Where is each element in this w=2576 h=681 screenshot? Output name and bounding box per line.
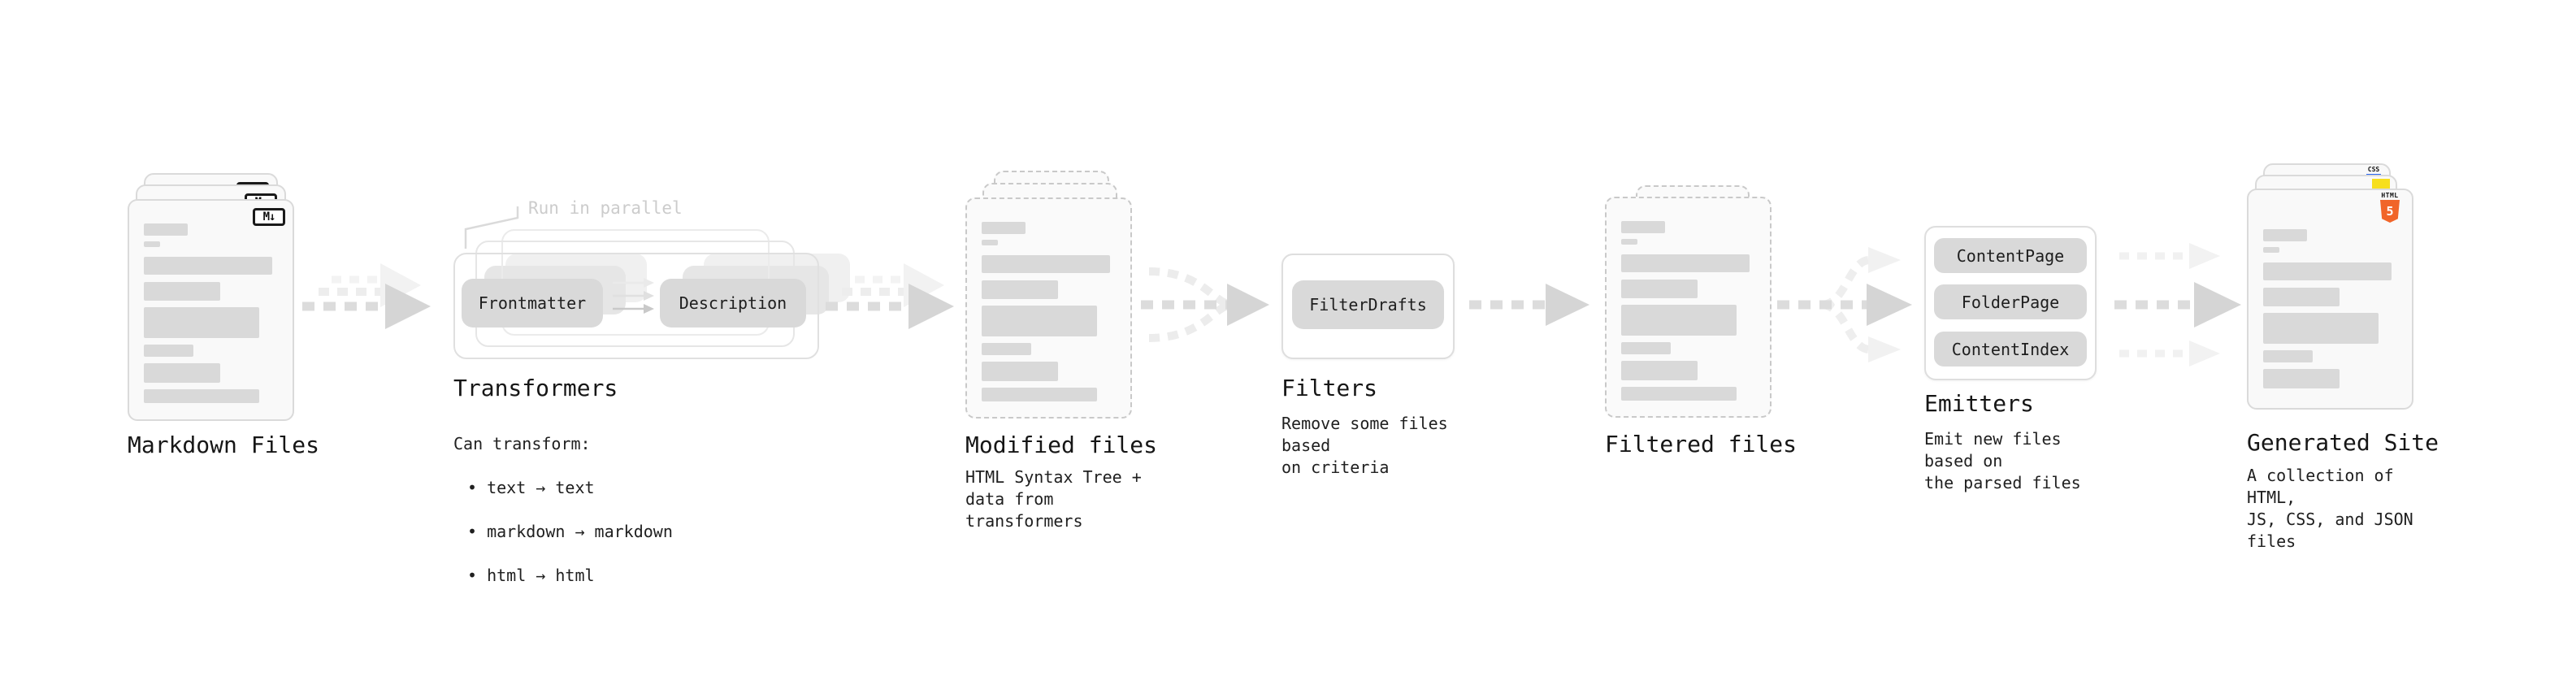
arrow-transformers-to-modified <box>826 263 954 329</box>
transform-bullet: • markdown → markdown <box>467 522 673 541</box>
contentpage-pill-label: ContentPage <box>1956 245 2065 266</box>
parallel-flow-arrows <box>613 278 654 314</box>
placeholder-bar <box>144 282 221 301</box>
document-text-placeholder <box>144 223 278 403</box>
annotation-leader-line <box>464 206 519 249</box>
placeholder-bar <box>982 343 1032 355</box>
placeholder-bar <box>144 257 273 275</box>
stage-markdown-files: M↓ M↓ M↓ Markdown Files <box>128 173 323 498</box>
placeholder-bar <box>2263 313 2379 344</box>
filters-description: Remove some files based on criteria <box>1281 414 1448 477</box>
arrow-modified-to-filters <box>1141 267 1269 342</box>
placeholder-bar <box>144 363 221 383</box>
html5-logo-word: HTML <box>2381 192 2399 199</box>
placeholder-bar <box>144 345 194 357</box>
javascript-file-icon <box>2372 179 2390 189</box>
placeholder-bar <box>982 240 998 245</box>
contentpage-pill: ContentPage <box>1934 238 2087 273</box>
stage-modified-files: Modified files HTML Syntax Tree + data f… <box>965 171 1160 531</box>
document-text-placeholder <box>1621 221 1755 401</box>
placeholder-bar <box>144 223 189 236</box>
transform-bullet: • text → text <box>467 478 595 497</box>
placeholder-bar <box>2263 247 2279 253</box>
html5-logo-number: 5 <box>2386 204 2394 219</box>
placeholder-bar <box>1621 387 1737 401</box>
placeholder-bar <box>2263 262 2392 280</box>
stage-emitters: ContentPage FolderPage ContentIndex Emit… <box>1924 226 2119 492</box>
generated-file-card-html: HTML 5 <box>2247 189 2413 410</box>
html5-logo-shield: 5 <box>2380 200 2400 223</box>
filtered-file-card-front <box>1605 197 1772 418</box>
placeholder-bar <box>982 388 1097 401</box>
description-pill: Description <box>660 279 806 327</box>
stage-title-emitters: Emitters <box>1924 390 2034 417</box>
stage-title-markdown-files: Markdown Files <box>128 432 320 458</box>
placeholder-bar <box>144 241 160 247</box>
modified-files-description: HTML Syntax Tree + data from transformer… <box>965 467 1142 531</box>
document-text-placeholder <box>2263 229 2397 388</box>
stage-title-generated-site: Generated Site <box>2247 429 2439 456</box>
frontmatter-pill: Frontmatter <box>462 279 603 327</box>
transformers-description: Can transform: • text → text • markdown … <box>453 411 673 609</box>
emitters-description: Emit new files based on the parsed files <box>1924 429 2081 492</box>
markdown-icon-glyph: M↓ <box>262 210 276 223</box>
can-transform-heading: Can transform: <box>453 434 591 453</box>
placeholder-bar <box>2263 288 2340 306</box>
arrow-markdown-to-transformers <box>302 263 431 329</box>
contentindex-pill: ContentIndex <box>1934 332 2087 367</box>
stage-generated-site: CSS HTML 5 Generated Site A collection o… <box>2247 163 2450 551</box>
markdown-file-card-front: M↓ <box>128 199 294 421</box>
placeholder-bar <box>1621 361 1698 380</box>
placeholder-bar <box>1621 221 1666 233</box>
filterdrafts-pill-label: FilterDrafts <box>1309 295 1427 314</box>
placeholder-bar <box>982 222 1026 234</box>
placeholder-bar <box>1621 239 1637 245</box>
document-text-placeholder <box>982 222 1116 401</box>
generated-site-description: A collection of HTML, JS, CSS, and JSON … <box>2247 466 2413 551</box>
html5-logo-icon: HTML 5 <box>2380 192 2400 223</box>
arrow-filtered-to-emitters <box>1777 247 1912 362</box>
placeholder-bar <box>1621 254 1750 272</box>
placeholder-bar <box>1621 342 1672 354</box>
stage-filtered-files: Filtered files <box>1605 185 1800 478</box>
stage-title-modified-files: Modified files <box>965 432 1158 458</box>
transform-bullet: • html → html <box>467 566 595 585</box>
modified-file-card-front <box>965 197 1132 419</box>
placeholder-bar <box>982 280 1059 299</box>
contentindex-pill-label: ContentIndex <box>1951 339 2070 359</box>
placeholder-bar <box>144 307 259 338</box>
filterdrafts-pill: FilterDrafts <box>1292 280 1444 329</box>
placeholder-bar <box>144 389 259 403</box>
placeholder-bar <box>982 306 1097 336</box>
run-in-parallel-label: Run in parallel <box>528 198 683 218</box>
stage-filters: FilterDrafts Filters Remove some files b… <box>1281 254 1477 481</box>
arrow-emitters-to-generated <box>2114 243 2241 367</box>
placeholder-bar <box>2263 229 2308 241</box>
stage-title-filtered-files: Filtered files <box>1605 431 1798 458</box>
frontmatter-pill-label: Frontmatter <box>478 293 587 313</box>
css-icon-label: CSS <box>2367 166 2380 173</box>
stage-title-filters: Filters <box>1281 375 1378 401</box>
arrow-filters-to-filtered <box>1469 284 1589 326</box>
transformer-panel-front <box>453 253 819 359</box>
placeholder-bar <box>982 362 1059 381</box>
folderpage-pill-label: FolderPage <box>1961 292 2060 312</box>
stage-title-transformers: Transformers <box>453 375 618 401</box>
placeholder-bar <box>2263 350 2314 362</box>
placeholder-bar <box>1621 305 1737 336</box>
markdown-icon: M↓ <box>253 208 285 226</box>
description-pill-label: Description <box>679 293 787 313</box>
placeholder-bar <box>1621 280 1698 298</box>
placeholder-bar <box>982 255 1111 273</box>
folderpage-pill: FolderPage <box>1934 284 2087 319</box>
stage-transformers: Run in parallel Frontmatter Description … <box>453 195 850 585</box>
placeholder-bar <box>2263 369 2340 388</box>
